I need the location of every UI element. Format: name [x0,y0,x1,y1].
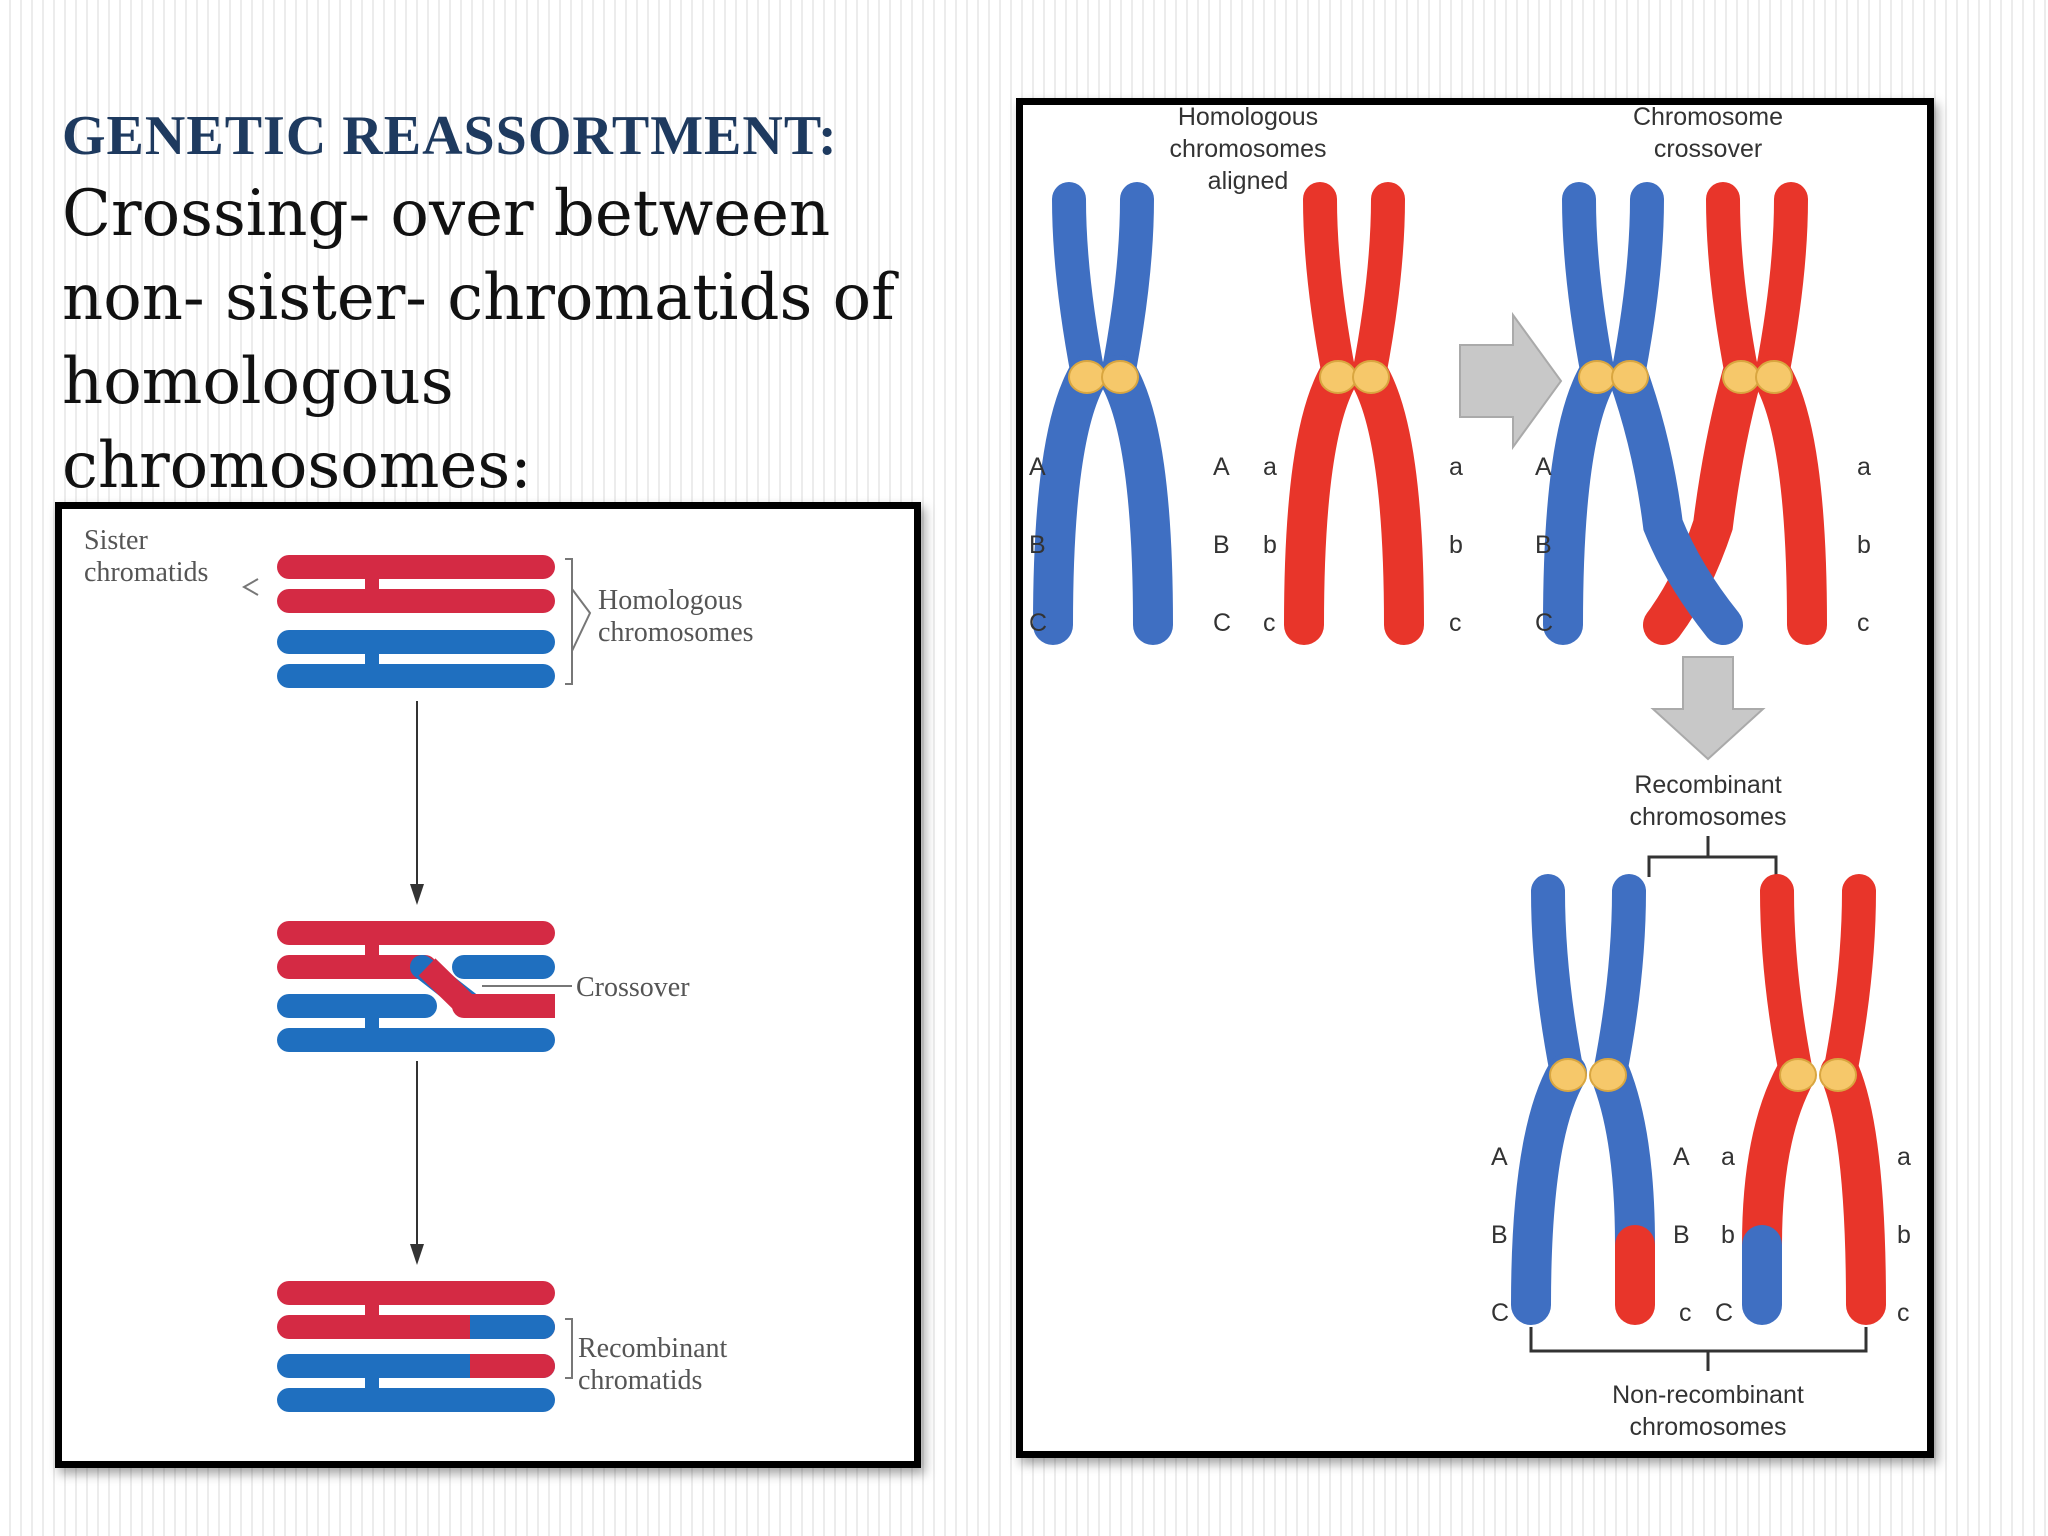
svg-text:c: c [1263,609,1276,637]
svg-text:B: B [1029,531,1046,559]
svg-text:c: c [1449,609,1462,637]
arrow-right-icon [1459,311,1563,451]
chromosome-diagram: Homologous chromosomes aligned Chromosom… [1029,105,1911,1441]
slide-body-text: Crossing- over between non- sister- chro… [62,177,895,503]
svg-text:A: A [1213,453,1230,481]
letter-A-left: A [1029,453,1046,481]
centromere-red [365,571,379,597]
chromosome-blue-aligned [1033,182,1173,645]
chromosome-blue-final [1511,874,1655,1325]
chromatid-diagram: Sister chromatids Homologous chromosomes… [84,525,754,1412]
svg-text:A: A [1535,453,1552,481]
svg-text:C: C [1715,1299,1733,1327]
stage-aligned: Sister chromatids Homologous chromosomes [84,525,754,688]
stage-crossover: Crossover [277,921,690,1052]
chromosome-red-aligned [1284,182,1424,645]
label-recombinant-line1: Recombinant [578,1333,728,1364]
svg-text:b: b [1897,1221,1911,1249]
title-aligned-line1: Homologous [1178,105,1318,131]
svg-text:B: B [1673,1221,1690,1249]
svg-text:c: c [1857,609,1870,637]
chromosome-crossover-stage [1543,182,1827,645]
chromosome-crossover-figure: Homologous chromosomes aligned Chromosom… [1016,98,1934,1458]
svg-text:A: A [1673,1143,1690,1171]
chromatid-red-1 [277,555,555,579]
svg-text:B: B [1491,1221,1508,1249]
arrow-1-head [410,884,424,905]
title-recombinant-line2: chromosomes [1630,803,1787,831]
label-crossover: Crossover [576,972,690,1003]
svg-text:b: b [1263,531,1277,559]
svg-text:C: C [1491,1299,1509,1327]
svg-text:a: a [1721,1143,1735,1171]
sister-bracket [241,578,259,596]
title-crossover-line2: crossover [1654,135,1762,163]
label-sister-line1: Sister [84,525,148,556]
title-aligned-line2: chromosomes [1170,135,1327,163]
slide-title: GENETIC REASSORTMENT: [62,105,838,167]
svg-text:b: b [1449,531,1463,559]
svg-text:a: a [1449,453,1463,481]
stage-recombinant: Recombinant chromatids [277,1281,728,1412]
svg-text:C: C [1029,609,1047,637]
svg-text:a: a [1897,1143,1911,1171]
svg-text:b: b [1721,1221,1735,1249]
recombinant-bracket [565,1318,573,1379]
chromatid-crossover-figure: Sister chromatids Homologous chromosomes… [55,502,921,1468]
title-nonrecombinant-line1: Non-recombinant [1612,1381,1804,1409]
chromatid-blue-1 [277,630,555,654]
recombinant-bracket [1647,855,1778,877]
label-recombinant-line2: chromatids [578,1365,702,1396]
label-homologous-line2: chromosomes [598,617,754,648]
nonrecombinant-bracket [1529,1327,1868,1353]
arrow-down-icon [1650,656,1766,761]
chromatid-red-2 [277,589,555,613]
label-sister-line2: chromatids [84,557,208,588]
svg-text:A: A [1491,1143,1508,1171]
title-crossover-line1: Chromosome [1633,105,1783,131]
svg-text:B: B [1213,531,1230,559]
svg-text:C: C [1535,609,1553,637]
svg-text:c: c [1679,1299,1692,1327]
svg-text:c: c [1897,1299,1910,1327]
chromosome-red-final [1742,874,1886,1325]
title-recombinant-line1: Recombinant [1634,771,1781,799]
svg-text:B: B [1535,531,1552,559]
svg-text:b: b [1857,531,1871,559]
title-aligned-line3: aligned [1208,167,1289,195]
homologous-bracket [565,558,573,685]
svg-text:a: a [1263,453,1277,481]
centromere-blue [365,646,379,672]
arrow-2-head [410,1244,424,1265]
label-homologous-line1: Homologous [598,585,743,616]
title-nonrecombinant-line2: chromosomes [1630,1413,1787,1441]
chromatid-blue-2 [277,664,555,688]
svg-text:C: C [1213,609,1231,637]
svg-text:a: a [1857,453,1871,481]
centromere [1068,360,1106,394]
